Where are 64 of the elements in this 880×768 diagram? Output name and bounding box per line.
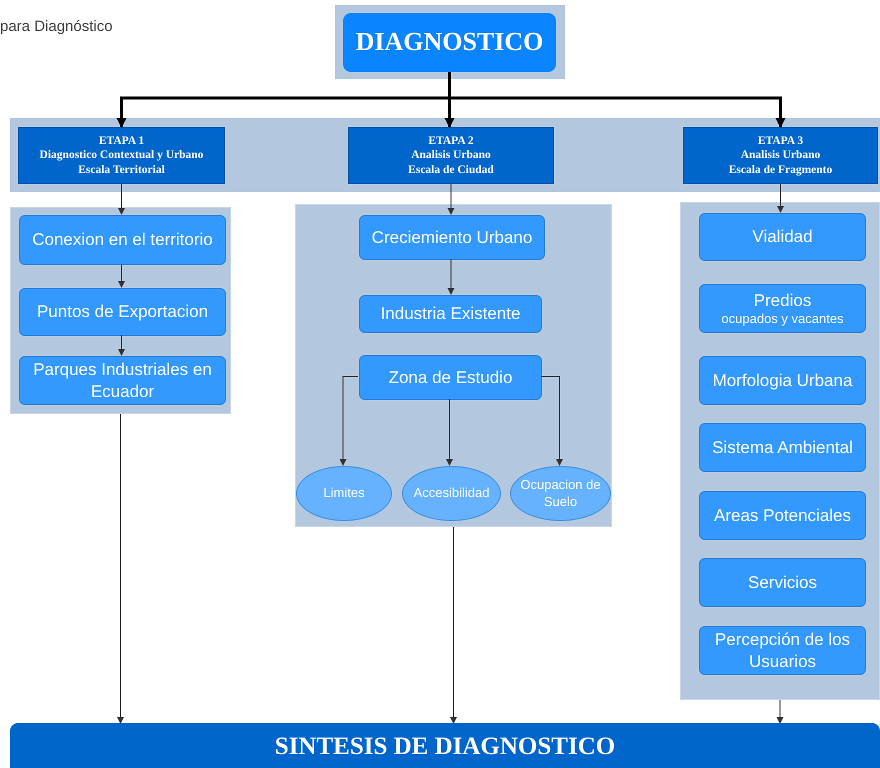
node-label: Accesibilidad [414,485,490,502]
arrow [118,184,125,215]
stage-text: Analisis Urbano [411,148,491,163]
stage-band [10,118,880,192]
panel-background [295,204,612,527]
node-label: Percepción de los Usuarios [714,629,852,672]
stage-heading: ETAPA 3 [758,134,804,148]
node-label: Morfologia Urbana [712,370,852,392]
node-label: ocupados y vacantes [721,311,844,328]
process-box [699,423,866,472]
node-label: DIAGNOSTICO [356,26,544,58]
arrow [118,264,125,288]
arrow [777,184,784,213]
process-box [699,284,866,333]
node-label: Limites [323,485,365,502]
process-box [19,288,226,336]
stage-heading: ETAPA 1 [98,134,144,148]
process-box [699,491,866,540]
node-label: Servicios [748,572,817,594]
process-box [699,626,866,675]
node-label: Creciemiento Urbano [372,226,532,248]
node-label: Sistema Ambiental [712,436,853,458]
process-box [699,356,866,405]
arrow [776,700,784,724]
arrow [446,398,453,466]
node-label: Conexion en el territorio [32,229,213,251]
arrow [117,414,124,724]
node-label: Ocupacion de Suelo [519,477,602,510]
process-box [19,356,226,405]
stage-box [683,127,878,184]
stage-heading: ETAPA 2 [428,134,474,148]
node-label: Predios [754,290,812,311]
process-box [359,295,542,333]
node-label: Industria Existente [380,303,520,325]
node-label: Zona de Estudio [388,366,512,388]
stage-text: Analisis Urbano [740,148,820,163]
process-box [359,355,542,400]
panel-background [680,202,880,700]
arrow [448,258,454,295]
node-label: Parques Industriales en Ecuador [32,359,213,402]
stage-text: Escala de Ciudad [408,162,494,178]
arrow [340,376,358,466]
node-label: Areas Potenciales [714,504,852,526]
frame-background [335,5,565,79]
stage-text: Escala Territorial [78,162,165,178]
panel-background [10,207,231,414]
stage-box [18,127,225,184]
arrow [540,376,563,466]
process-box [19,215,226,265]
node-label: Puntos de Exportacion [36,301,208,323]
stage-text: Escala de Fragmento [728,162,832,178]
stage-text: Diagnostico Contextual y Urbano [40,148,204,163]
node-label: Vialidad [752,226,813,248]
stage-box [348,127,554,184]
process-box [359,215,545,260]
process-box [699,213,866,261]
arrow [448,184,454,215]
page-heading: para Diagnóstico [0,17,113,37]
process-box [699,558,866,607]
arrow [450,526,457,724]
arrow [118,334,125,356]
title-box [343,13,556,72]
synthesis-bar [10,723,880,768]
node-label: SINTESIS DE DIAGNOSTICO [274,732,616,762]
